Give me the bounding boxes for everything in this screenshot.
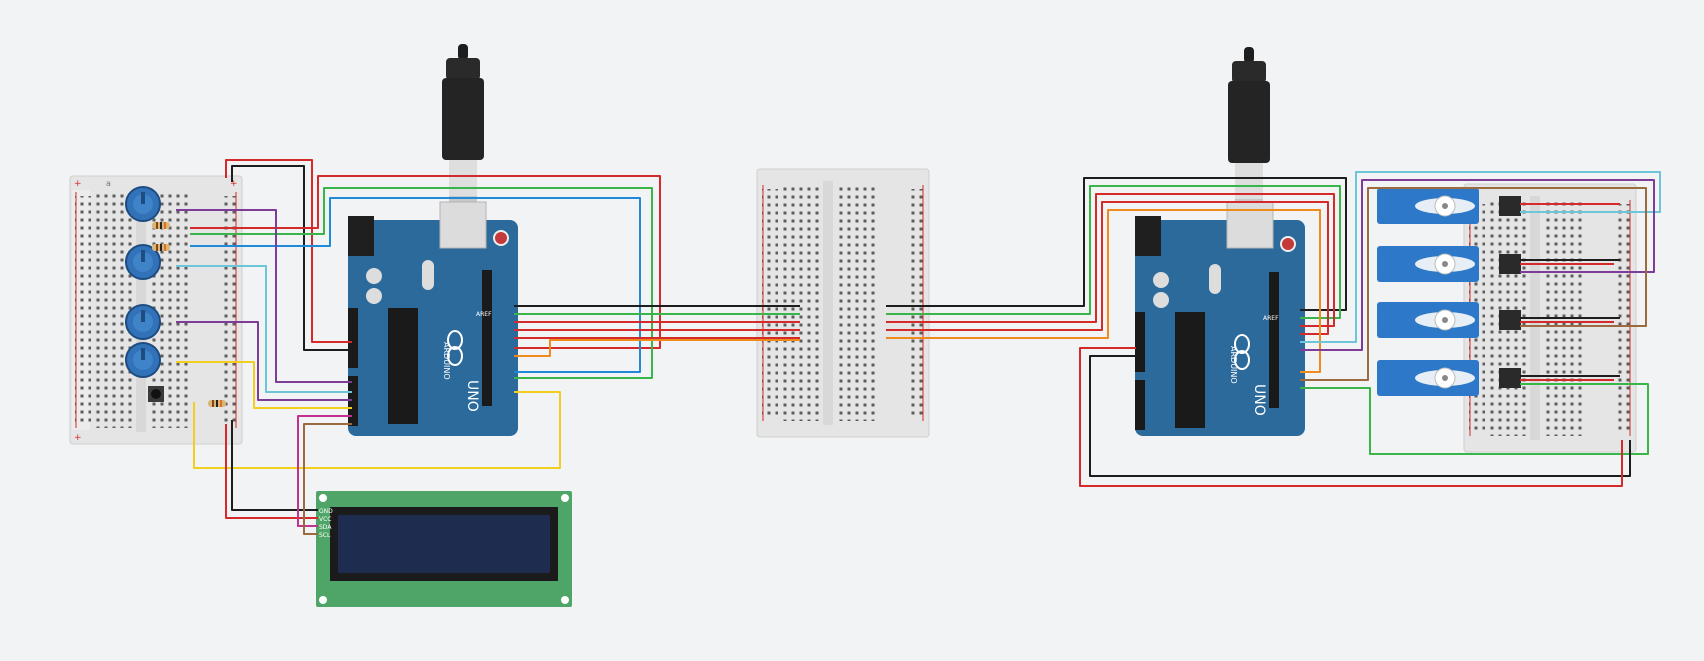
potentiometer-icon[interactable] bbox=[125, 342, 161, 378]
breadboard-col-labels-top: a bbox=[106, 179, 111, 188]
arduino-model-label: UNO bbox=[1251, 384, 1267, 416]
lcd-pin-vcc: VCC bbox=[319, 516, 331, 523]
wire-cyan bbox=[176, 265, 352, 393]
wire-orange bbox=[514, 339, 800, 357]
wire-magenta bbox=[297, 415, 352, 527]
wire-purple bbox=[176, 209, 352, 383]
arduino-infinity-logo-icon bbox=[1234, 334, 1250, 370]
wire-brown bbox=[303, 423, 352, 535]
arduino-uno-left[interactable]: ARDUINO UNO AREF bbox=[348, 201, 518, 436]
wire-cyan bbox=[1300, 171, 1661, 343]
resistor-icon[interactable] bbox=[152, 244, 170, 251]
wire-black bbox=[886, 177, 1347, 311]
servo-motor-icon[interactable] bbox=[1377, 360, 1521, 396]
rail-plus-label: + bbox=[74, 179, 82, 189]
arduino-brand-label: ARDUINO bbox=[1229, 346, 1238, 384]
usb-plug-icon bbox=[442, 44, 484, 226]
wire-green bbox=[190, 187, 653, 379]
lcd-pin-scl: SCL bbox=[319, 532, 331, 539]
wire-yellow bbox=[193, 391, 561, 469]
servo-motor-icon[interactable] bbox=[1377, 302, 1521, 338]
wire-red bbox=[886, 201, 1329, 335]
potentiometer-icon[interactable] bbox=[125, 304, 161, 340]
arduino-brand-label: ARDUINO bbox=[442, 342, 451, 380]
arduino-model-label: UNO bbox=[464, 380, 480, 412]
wire-purple bbox=[1300, 179, 1655, 351]
wire-black bbox=[231, 420, 318, 511]
wire-brown bbox=[1300, 187, 1647, 381]
lcd-pin-sda: SDA bbox=[319, 524, 332, 531]
arduino-aref-label: AREF bbox=[476, 311, 492, 318]
wire-black bbox=[1089, 355, 1631, 477]
wire-orange bbox=[886, 209, 1321, 373]
arduino-infinity-logo-icon bbox=[447, 330, 463, 366]
lcd-display[interactable]: GND VCC SDA SCL bbox=[316, 491, 572, 607]
resistor-icon[interactable] bbox=[152, 222, 170, 229]
wire-red bbox=[1079, 347, 1623, 487]
potentiometer-icon[interactable] bbox=[125, 244, 161, 280]
wires[interactable] bbox=[176, 159, 1661, 535]
wire-purple bbox=[176, 321, 352, 401]
rail-plus-label-bottom: + bbox=[74, 433, 82, 443]
wire-yellow bbox=[176, 361, 352, 409]
arduino-aref-label: AREF bbox=[1263, 315, 1279, 322]
wire-red bbox=[225, 424, 318, 519]
wire-red bbox=[225, 159, 352, 343]
resistor-icon[interactable] bbox=[208, 400, 226, 407]
lcd-pin-gnd: GND bbox=[319, 508, 333, 515]
rail-plus-label-right: + bbox=[230, 179, 238, 189]
wire-blue bbox=[190, 197, 641, 373]
wire-green bbox=[1300, 383, 1649, 455]
pushbutton-icon[interactable] bbox=[148, 386, 164, 402]
breadboard-middle[interactable] bbox=[756, 168, 930, 438]
breadboard-left[interactable]: a + + + bbox=[69, 175, 243, 445]
servo-motor-icon[interactable] bbox=[1377, 246, 1521, 282]
potentiometer-icon[interactable] bbox=[125, 186, 161, 222]
wire-black bbox=[231, 165, 352, 351]
servo-motor-icon[interactable] bbox=[1377, 188, 1521, 224]
arduino-uno-right[interactable]: ARDUINO UNO AREF bbox=[1135, 201, 1305, 436]
wire-red bbox=[190, 175, 661, 349]
